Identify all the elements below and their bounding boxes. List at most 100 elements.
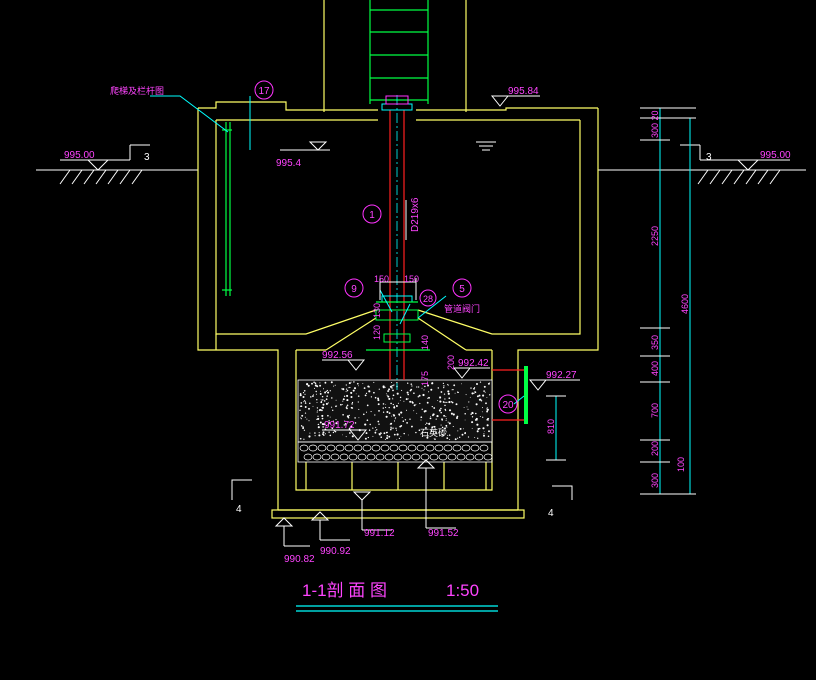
gravel-stone <box>339 453 349 461</box>
sand-grain <box>316 402 318 403</box>
sand-grain <box>474 387 476 389</box>
dim-right-100: 100 <box>676 457 686 472</box>
sand-grain <box>383 432 386 435</box>
dimension-chain-right <box>379 107 696 495</box>
sand-grain <box>477 428 480 430</box>
sand-grain <box>396 438 398 440</box>
dim-175: 175 <box>420 371 430 386</box>
sand-grain <box>399 396 402 399</box>
dim-right-350: 350 <box>650 335 660 350</box>
sand-grain <box>374 431 377 434</box>
sand-grain <box>302 426 304 428</box>
sand-grain <box>454 392 456 394</box>
sand-grain <box>348 427 351 430</box>
sand-grain <box>443 414 446 417</box>
sand-grain <box>336 405 338 407</box>
sand-grain <box>487 382 490 385</box>
dim-130: 130 <box>372 303 382 318</box>
gravel-stone <box>330 453 340 461</box>
sand-grain <box>382 407 384 409</box>
sand-grain <box>447 383 449 386</box>
ground-left <box>36 144 198 185</box>
outlet-pipe <box>492 366 528 424</box>
dim-right-2250: 2250 <box>650 226 660 246</box>
sand-grain <box>393 414 396 417</box>
sand-grain <box>395 429 398 431</box>
dim-right-300: 300 <box>650 473 660 488</box>
sand-grain <box>403 432 405 435</box>
sand-grain <box>377 420 380 423</box>
elev-sand: 991.72 <box>324 420 355 431</box>
sand-grain <box>333 430 335 432</box>
sand-grain <box>306 383 309 386</box>
sand-grain <box>376 429 378 431</box>
sand-grain <box>308 435 311 438</box>
sand-grain <box>421 436 423 437</box>
sand-grain <box>329 390 331 392</box>
sand-grain <box>309 432 311 434</box>
sand-grain <box>372 427 374 429</box>
sand-grain <box>407 393 410 396</box>
sand-grain <box>464 413 466 415</box>
sand-grain <box>400 435 402 437</box>
sand-grain <box>479 416 481 417</box>
sand-grain <box>332 431 335 434</box>
sand-grain <box>345 436 347 438</box>
sand-grain <box>320 390 321 392</box>
sand-grain <box>432 425 434 427</box>
sand-grain <box>474 418 477 421</box>
sand-grain <box>387 431 388 433</box>
sand-grain <box>476 423 479 426</box>
sand-grain <box>316 399 318 401</box>
gravel-stone <box>443 444 453 452</box>
sand-grain <box>343 424 345 426</box>
sand-grain <box>390 422 393 425</box>
pipe-spec: D219x6 <box>410 197 421 232</box>
sand-grain <box>428 422 431 425</box>
sand-grain <box>302 391 305 394</box>
sand-grain <box>406 422 408 424</box>
sand-grain <box>321 417 324 420</box>
gravel-stone <box>308 444 318 452</box>
dim-140: 140 <box>420 335 430 350</box>
sand-grain <box>356 382 359 385</box>
sand-grain <box>348 414 350 417</box>
sand-grain <box>312 395 314 397</box>
sand-grain <box>392 427 394 429</box>
sand-grain <box>470 387 472 389</box>
sand-grain <box>447 390 450 393</box>
sand-grain <box>304 393 306 395</box>
sand-grain <box>300 402 303 404</box>
dim-right-400: 400 <box>650 361 660 376</box>
sand-grain <box>334 430 337 433</box>
sand-grain <box>388 412 391 414</box>
sand-grain <box>409 418 411 420</box>
sand-grain <box>452 413 455 416</box>
sand-grain <box>486 410 489 413</box>
sand-grain <box>484 391 486 393</box>
sand-grain <box>368 390 371 393</box>
gravel-stone <box>362 444 372 452</box>
callout-circles <box>254 80 518 414</box>
sand-grain <box>448 409 452 412</box>
sand-grain <box>388 406 390 409</box>
sand-grain <box>391 415 393 417</box>
sand-grain <box>400 411 403 414</box>
sand-grain <box>481 411 483 413</box>
sand-grain <box>405 398 408 401</box>
sand-grain <box>444 401 446 404</box>
sand-grain <box>320 398 322 400</box>
sand-grain <box>327 391 330 394</box>
elev-filter-bottom: 991.52 <box>428 528 459 539</box>
sand-grain <box>328 422 331 424</box>
elev-foundation-left: 990.82 <box>284 554 315 565</box>
sand-grain <box>457 391 460 394</box>
sand-grain <box>464 432 466 435</box>
gravel-stone <box>425 444 435 452</box>
water-level <box>280 141 496 151</box>
sand-grain <box>387 390 390 392</box>
sand-grain <box>424 385 426 388</box>
sand-grain <box>390 402 392 405</box>
stone-layer-label: 石英砂 <box>420 427 447 438</box>
sand-grain <box>326 391 327 392</box>
